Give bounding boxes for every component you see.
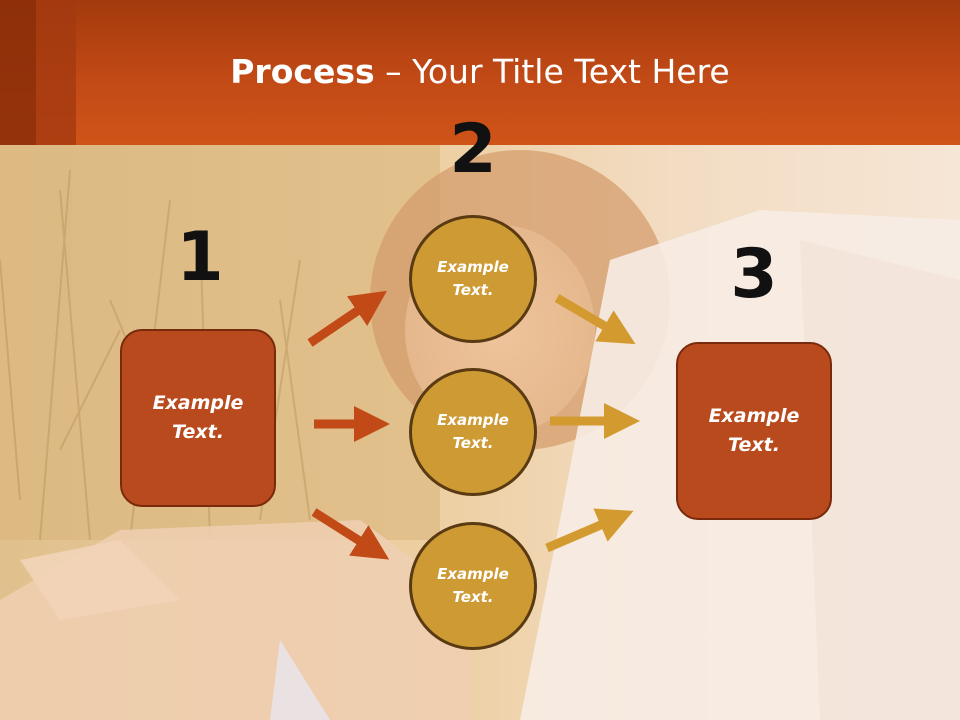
step-1-box-text: Example Text. [152,392,244,443]
step-number-1: 1 [176,218,224,297]
header-accent-stripe-2 [36,0,76,145]
step-2-circle-middle: Example Text. [409,368,537,496]
step-2-circle-bottom: Example Text. [409,522,537,650]
title-rest: – Your Title Text Here [374,52,730,91]
step-3-box-text: Example Text. [708,405,800,456]
circle-top-text: Example Text. [437,258,509,299]
title-bold: Process [230,52,375,91]
step-2-circle-top: Example Text. [409,215,537,343]
step-number-3: 3 [730,235,778,314]
arrow-to-top-circle [307,290,387,347]
step-number-2: 2 [449,110,497,189]
circle-bottom-text: Example Text. [437,565,509,606]
arrow-from-bottom-circle [545,508,634,553]
arrow-from-top-circle [554,294,636,345]
arrow-to-bottom-circle [311,508,390,560]
header-bar [0,0,960,145]
circle-middle-text: Example Text. [437,411,509,452]
header-accent-stripe [0,0,36,145]
step-1-box: Example Text. [120,329,276,507]
step-3-box: Example Text. [676,342,832,520]
slide-title: Process – Your Title Text Here [0,52,960,91]
